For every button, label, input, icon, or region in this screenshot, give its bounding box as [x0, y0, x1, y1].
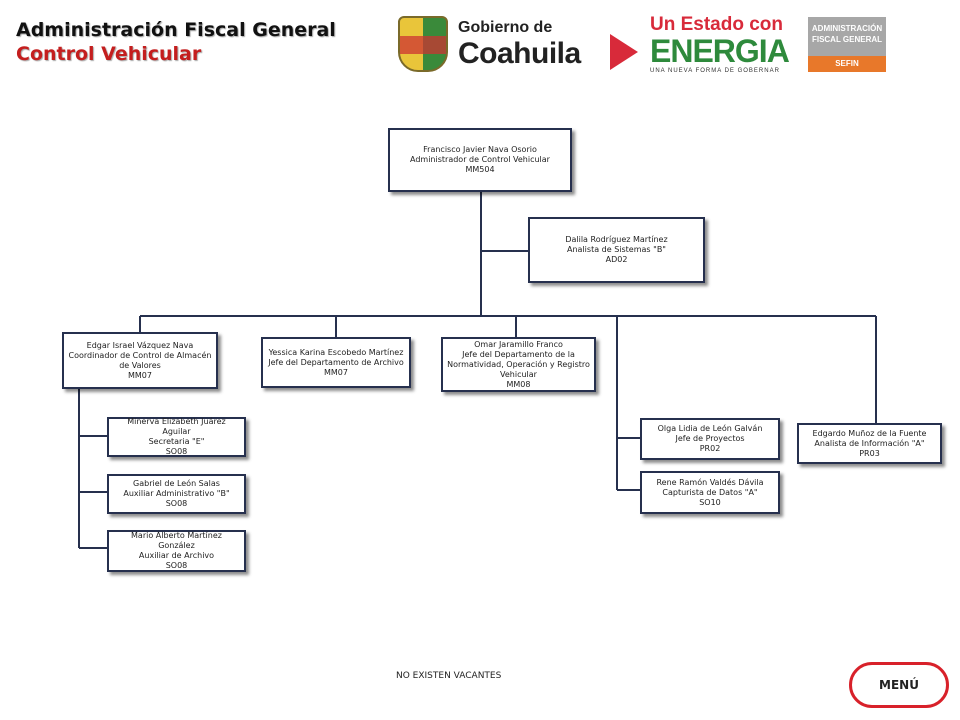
gobierno-logo-line2: Coahuila — [458, 37, 581, 70]
gobierno-coahuila-logo: Gobierno de Coahuila — [458, 18, 588, 74]
capturista-role: Capturista de Datos "A" — [662, 487, 758, 497]
director-role: Administrador de Control Vehicular — [410, 155, 550, 164]
title-line-1: Administración Fiscal General — [16, 19, 336, 41]
energia-logo-line1: Un Estado con — [650, 14, 784, 35]
jefe-normatividad-code: MM08 — [506, 379, 531, 389]
title-line-2: Control Vehicular — [16, 43, 202, 65]
energia-logo-tagline: UNA NUEVA FORMA DE GOBERNAR — [650, 68, 780, 74]
analista-role: Analista de Sistemas "B" — [567, 245, 666, 254]
jefe-proyectos-code: PR02 — [699, 444, 721, 453]
org-box-capturista: Rene Ramón Valdés Dávila Capturista de D… — [640, 471, 780, 514]
secretaria-name: Minerva Elizabeth Juárez Aguilar — [127, 417, 226, 436]
auxiliar-admin-role: Auxiliar Administrativo "B" — [123, 489, 230, 498]
org-box-coordinador-almacen: Edgar Israel Vázquez Nava Coordinador de… — [62, 332, 218, 389]
org-box-secretaria: Minerva Elizabeth Juárez Aguilar Secreta… — [107, 417, 246, 457]
auxiliar-admin-code: SO08 — [165, 499, 188, 508]
jefe-normatividad-name: Omar Jaramillo Franco — [474, 339, 563, 349]
estado-energia-logo: Un Estado con ENERGIA UNA NUEVA FORMA DE… — [610, 14, 795, 76]
org-box-jefe-archivo: Yessica Karina Escobedo Martínez Jefe de… — [261, 337, 411, 388]
capturista-code: SO10 — [699, 497, 721, 507]
org-box-jefe-normatividad: Omar Jaramillo Franco Jefe del Departame… — [441, 337, 596, 392]
analista-info-role: Analista de Información "A" — [814, 438, 925, 448]
page-title: Administración Fiscal General Control Ve… — [16, 18, 336, 66]
auxiliar-archivo-name: Mario Alberto Martínez González — [131, 531, 222, 550]
coord-almacen-role: Coordinador de Control de Almacén de Val… — [68, 350, 212, 370]
auxiliar-archivo-role: Auxiliar de Archivo — [138, 551, 215, 560]
auxiliar-archivo-code: SO08 — [165, 561, 188, 570]
jefe-archivo-code: MM07 — [324, 367, 348, 377]
analista-code: AD02 — [605, 255, 628, 264]
secretaria-role: Secretaria "E" — [148, 437, 205, 446]
auxiliar-admin-name: Gabriel de León Salas — [133, 479, 220, 488]
jefe-proyectos-role: Jefe de Proyectos — [675, 434, 745, 443]
energia-logo-line2: ENERGIA — [650, 33, 790, 69]
afg-logo-line2: FISCAL GENERAL — [811, 35, 883, 44]
coahuila-coat-of-arms-logo — [398, 16, 448, 72]
jefe-proyectos-name: Olga Lidia de León Galván — [657, 424, 763, 433]
menu-button[interactable]: MENÚ — [849, 662, 949, 708]
vacancies-note: NO EXISTEN VACANTES — [396, 671, 502, 681]
org-box-director: Francisco Javier Nava Osorio Administrad… — [388, 128, 572, 192]
gobierno-logo-line1: Gobierno de — [458, 19, 553, 36]
org-box-auxiliar-archivo: Mario Alberto Martínez González Auxiliar… — [107, 530, 246, 572]
org-box-analista-sistemas: Dalila Rodríguez Martínez Analista de Si… — [528, 217, 705, 283]
analista-info-code: PR03 — [859, 448, 880, 458]
jefe-archivo-role: Jefe del Departamento de Archivo — [268, 357, 404, 367]
analista-name: Dalila Rodríguez Martínez — [565, 235, 668, 244]
capturista-name: Rene Ramón Valdés Dávila — [656, 477, 764, 487]
afg-sefin-logo: ADMINISTRACIÓN FISCAL GENERAL SEFIN — [808, 17, 886, 72]
coord-almacen-name: Edgar Israel Vázquez Nava — [86, 340, 194, 350]
director-code: MM504 — [465, 165, 495, 174]
secretaria-code: SO08 — [165, 447, 188, 456]
org-box-analista-informacion: Edgardo Muñoz de la Fuente Analista de I… — [797, 423, 942, 464]
jefe-normatividad-role: Jefe del Departamento de la Normatividad… — [447, 349, 590, 379]
coord-almacen-code: MM07 — [128, 370, 152, 380]
arrow-icon — [610, 34, 638, 70]
analista-info-name: Edgardo Muñoz de la Fuente — [812, 428, 927, 438]
org-box-jefe-proyectos: Olga Lidia de León Galván Jefe de Proyec… — [640, 418, 780, 460]
afg-logo-line1: ADMINISTRACIÓN — [811, 24, 883, 33]
afg-logo-sub: SEFIN — [808, 56, 886, 72]
org-box-auxiliar-administrativo: Gabriel de León Salas Auxiliar Administr… — [107, 474, 246, 514]
director-name: Francisco Javier Nava Osorio — [423, 145, 537, 154]
jefe-archivo-name: Yessica Karina Escobedo Martínez — [268, 347, 404, 357]
